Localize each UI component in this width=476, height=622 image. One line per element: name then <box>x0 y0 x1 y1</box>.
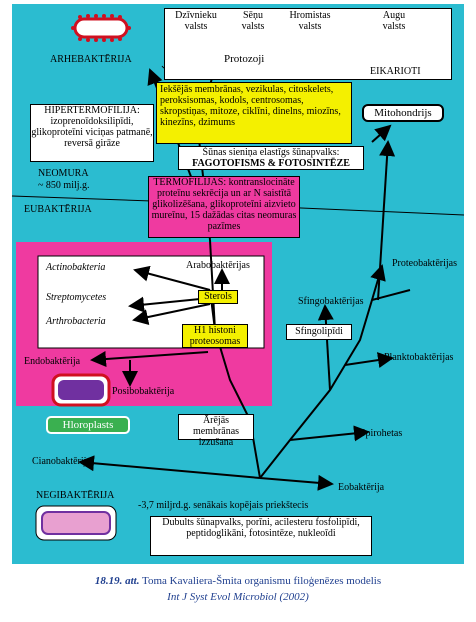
label-arabobakterijas: Arabobaktērijas <box>186 260 250 271</box>
label-proteobakterijas: Proteobaktērijas <box>392 258 457 269</box>
mitohondrijs-box: Mitohondrijs <box>362 104 444 122</box>
label-endobakterija: Endobaktērija <box>24 356 81 367</box>
sterols-box: Sterols <box>198 290 238 304</box>
label-neomura: NEOMURA <box>38 168 89 179</box>
figure-caption: 18.19. att. Toma Kavaliera-Šmita organis… <box>94 575 382 587</box>
label-arthrobacteria: Arthrobacteria <box>46 316 106 327</box>
label-protozoji: Protozoji <box>224 53 265 65</box>
label-posibobakterija: Posibobaktērija <box>112 386 175 397</box>
label-eubakterija: EUBAKTĒRIJA <box>24 204 92 215</box>
fagotofisms-box: Šūnas sieniņa elastīgs šūnapvalks:FAGOTO… <box>178 146 364 170</box>
archaea-cell <box>73 17 129 39</box>
label-streptomycetes: Streptomycetes <box>46 292 107 303</box>
label-eobakterija: Eobaktērija <box>338 482 385 493</box>
label-cianobakterija: Cianobaktērija <box>32 456 91 467</box>
arejas-box: Ārējās membrānas izzušana <box>178 414 254 448</box>
label-actinobakteria: Actinobakteria <box>46 262 106 273</box>
figure-source: Int J Syst Evol Microbiol (2002) <box>167 591 309 603</box>
label-neomura-age: ~ 850 milj.g. <box>38 180 90 191</box>
eukaryote-box <box>164 8 452 80</box>
label-age-3-7: -3,7 miljrd.g. senākais kopējais priekšt… <box>138 500 309 511</box>
dubults-box: Dubults šūnapvalks, porīni, acilesteru f… <box>150 516 372 556</box>
label-negibakterija: NEGIBAKTĒRIJA <box>36 490 115 501</box>
label-eikarioti: EIKARIOTI <box>370 66 421 77</box>
label-spirohetas: Spirohetas <box>360 428 403 439</box>
archaea-cell-dots <box>71 14 131 42</box>
inner-membranes-box: Iekšējās membrānas, vezikulas, citoskele… <box>156 82 352 144</box>
label-sfingobakterijas: Sfingobaktērijas <box>298 296 364 307</box>
hipertermofilija-box: HIPERTERMOFILIJA: izoprenoīdoksilipīdi, … <box>30 104 154 162</box>
termofilija-box: TERMOFILIJAS: kontranslocināte proteīnu … <box>148 176 300 238</box>
h1-box: H1 histoni proteosomas <box>182 324 248 348</box>
label-planktobakterijas: Planktobaktērijas <box>384 352 454 363</box>
hloroplasts-box: Hloroplasts <box>46 416 130 434</box>
sfingolipidi-box: Sfingolipīdi <box>286 324 352 340</box>
label-arhebakterija: ARHEBAKTĒRIJA <box>50 54 132 65</box>
